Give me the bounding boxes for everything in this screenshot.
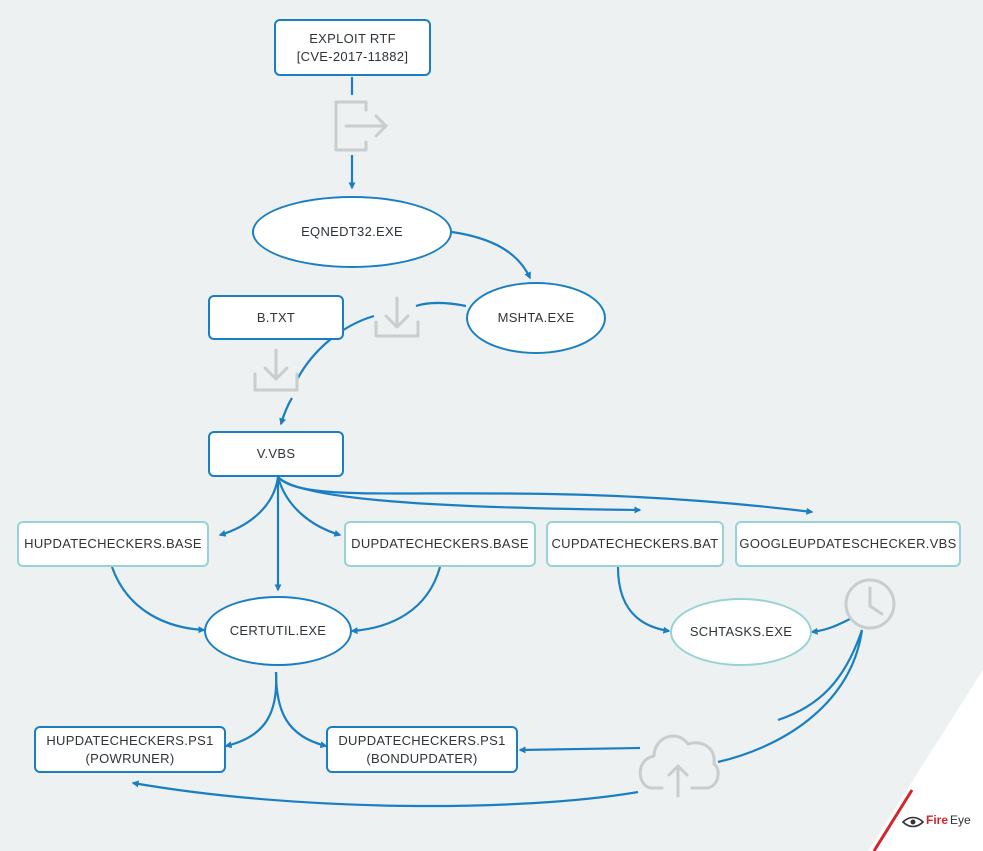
node-exploit-rtf: EXPLOIT RTF [CVE-2017-11882] — [274, 19, 431, 76]
node-cupdatecheckers-bat: CUPDATECHECKERS.BAT — [546, 521, 724, 567]
edge-certutil-to-dupdate-ps1 — [274, 671, 328, 749]
node-hupdatecheckers-ps1-line2: (POWRUNER) — [85, 750, 175, 766]
corner-red-line — [872, 789, 914, 851]
node-vvbs-label: V.VBS — [256, 446, 296, 461]
node-dupdatecheckers-base-label: DUPDATECHECKERS.BASE — [351, 536, 529, 551]
node-dupdatecheckers-ps1-line2: (BONDUPDATER) — [366, 750, 478, 766]
node-certutil: CERTUTIL.EXE — [204, 596, 352, 666]
node-dupdatecheckers-ps1: DUPDATECHECKERS.PS1 (BONDUPDATER) — [326, 726, 518, 773]
edge-vvbs-to-dupdate-base — [276, 476, 342, 537]
node-dupdatecheckers-ps1-line1: DUPDATECHECKERS.PS1 — [338, 732, 506, 748]
corner-stripe — [868, 670, 983, 851]
node-googleupdateschecker-vbs: GOOGLEUPDATESCHECKER.VBS — [735, 521, 961, 567]
node-btxt-label: B.TXT — [256, 309, 296, 325]
exit-icon — [334, 100, 388, 152]
clock-icon — [844, 578, 896, 630]
edge-cloud-to-hupdate-ps1 — [131, 780, 639, 808]
download-icon-2 — [253, 348, 299, 392]
node-hupdatecheckers-ps1-line1: HUPDATECHECKERS.PS1 — [46, 732, 214, 748]
edge-eqnedt32-to-mshta — [451, 230, 531, 280]
node-eqnedt32-label: EQNEDT32.EXE — [301, 224, 403, 239]
edge-btxt-download-to-vvbs — [279, 397, 293, 426]
edge-vvbs-to-hupdate-base — [218, 476, 280, 537]
node-exploit-rtf-line2: [CVE-2017-11882] — [296, 48, 409, 64]
node-mshta: MSHTA.EXE — [466, 282, 606, 354]
node-hupdatecheckers-ps1: HUPDATECHECKERS.PS1 (POWRUNER) — [34, 726, 226, 773]
node-certutil-label: CERTUTIL.EXE — [229, 623, 327, 638]
edge-dupdate-base-to-certutil — [350, 566, 442, 635]
cloud-upload-icon — [638, 734, 720, 798]
node-schtasks: SCHTASKS.EXE — [670, 598, 812, 666]
node-exploit-rtf-line1: EXPLOIT RTF — [309, 30, 396, 46]
node-cupdatecheckers-bat-label: CUPDATECHECKERS.BAT — [551, 536, 719, 551]
download-icon — [374, 296, 420, 338]
node-hupdatecheckers-base: HUPDATECHECKERS.BASE — [17, 521, 209, 567]
edge-hupdate-base-to-certutil — [110, 566, 206, 634]
node-hupdatecheckers-base-label: HUPDATECHECKERS.BASE — [24, 536, 202, 551]
node-eqnedt32: EQNEDT32.EXE — [252, 196, 452, 268]
node-btxt: B.TXT — [208, 295, 344, 340]
edge-cloud-to-dupdate-ps1 — [518, 746, 641, 754]
edge-mshta-to-download — [415, 301, 467, 308]
node-mshta-label: MSHTA.EXE — [497, 310, 575, 325]
edge-clock-to-schtasks — [810, 617, 853, 635]
edge-cupdate-bat-to-schtasks — [616, 566, 671, 634]
edge-clock-to-cloud-lower — [717, 629, 864, 764]
edge-certutil-to-hupdate-ps1 — [224, 671, 278, 749]
eye-icon — [901, 816, 925, 828]
node-dupdatecheckers-base: DUPDATECHECKERS.BASE — [344, 521, 536, 567]
node-schtasks-label: SCHTASKS.EXE — [689, 624, 793, 639]
logo-text-eye: Eye — [950, 813, 971, 827]
edge-download-to-vvbs — [297, 314, 375, 379]
node-googleupdateschecker-vbs-label: GOOGLEUPDATESCHECKER.VBS — [739, 536, 957, 551]
logo-text-fire: Fire — [926, 813, 949, 827]
edge-clock-to-cloud-upper — [777, 629, 864, 722]
edge-vvbs-to-google-vbs — [277, 476, 814, 515]
node-vvbs: V.VBS — [208, 431, 344, 477]
